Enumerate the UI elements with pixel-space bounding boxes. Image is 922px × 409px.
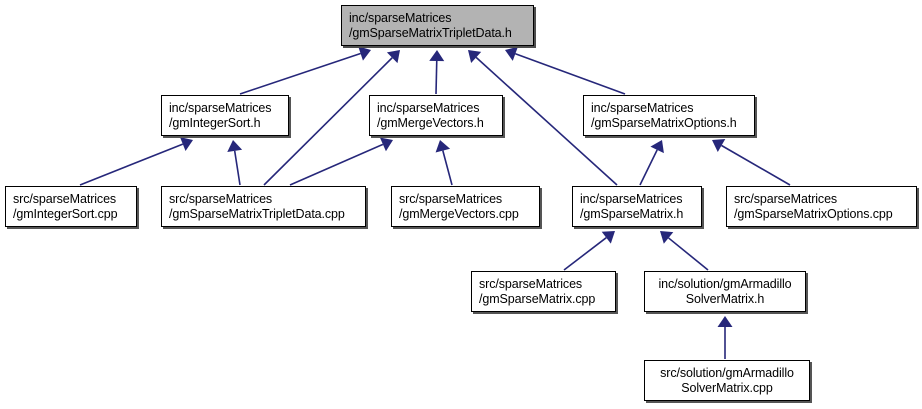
node-label-line2: /gmSparseMatrixOptions.h — [591, 116, 737, 130]
edge-line-options_cpp-to-options_h — [721, 144, 791, 186]
edge-line-integersort_h-to-root — [239, 52, 361, 95]
edge-line-tripletdata_cpp-to-mergevectors_h — [289, 143, 384, 186]
graph-node-mergevectors_h[interactable]: inc/sparseMatrices/gmMergeVectors.h — [369, 95, 503, 136]
edge-arrowhead-options_cpp-to-options_h — [712, 139, 726, 152]
node-label-line2: /gmMergeVectors.h — [377, 116, 484, 130]
edge-arrowhead-mergevectors_cpp-to-mergevectors_h — [435, 140, 451, 153]
edge-line-sparsematrix_h-to-options_h — [639, 149, 658, 186]
graph-node-sparsematrix_h[interactable]: inc/sparseMatrices/gmSparseMatrix.h — [572, 186, 702, 227]
edge-line-integersort_cpp-to-integersort_h — [79, 143, 184, 186]
graph-node-mergevectors_cpp[interactable]: src/sparseMatrices/gmMergeVectors.cpp — [391, 186, 540, 227]
edge-line-armadillo_h-to-sparsematrix_h — [668, 237, 709, 271]
node-label-line1: src/sparseMatrices — [399, 192, 503, 206]
graph-node-integersort_cpp[interactable]: src/sparseMatrices/gmIntegerSort.cpp — [5, 186, 137, 227]
node-label-line1: inc/solution/gmArmadillo — [658, 277, 792, 291]
node-label-line2: /gmSparseMatrix.cpp — [479, 292, 596, 306]
node-label-line2: /gmSparseMatrixTripletData.h — [349, 26, 512, 40]
edge-arrowhead-tripletdata_cpp-to-integersort_h — [227, 140, 243, 153]
graph-node-options_h[interactable]: inc/sparseMatrices/gmSparseMatrixOptions… — [583, 95, 755, 136]
edge-arrowhead-sparsematrix_h-to-root — [468, 50, 482, 63]
node-label-line2: /gmIntegerSort.h — [169, 116, 261, 130]
edge-arrowhead-options_h-to-root — [505, 46, 518, 61]
node-label-line1: src/sparseMatrices — [169, 192, 273, 206]
node-label-line1: inc/sparseMatrices — [591, 101, 694, 115]
node-label-line2: /gmIntegerSort.cpp — [13, 207, 118, 221]
edge-arrowhead-integersort_cpp-to-integersort_h — [180, 137, 193, 152]
node-label-line1: src/sparseMatrices — [479, 277, 583, 291]
edge-arrowhead-sparsematrix_h-to-options_h — [650, 140, 664, 154]
edge-line-tripletdata_cpp-to-integersort_h — [233, 150, 241, 186]
node-label-line2: SolverMatrix.h — [685, 292, 765, 306]
edge-line-options_h-to-root — [515, 53, 626, 95]
graph-node-integersort_h[interactable]: inc/sparseMatrices/gmIntegerSort.h — [161, 95, 289, 136]
edge-arrowhead-armadillo_h-to-sparsematrix_h — [660, 231, 674, 244]
node-label-line2: /gmSparseMatrix.h — [580, 207, 684, 221]
edge-line-sparsematrix_cpp-to-sparsematrix_h — [563, 237, 607, 271]
node-label-line1: inc/sparseMatrices — [580, 192, 683, 206]
node-label-line1: src/solution/gmArmadillo — [660, 366, 794, 380]
node-label-line1: src/sparseMatrices — [734, 192, 838, 206]
edge-arrowhead-armadillo_cpp-to-armadillo_h — [717, 316, 733, 327]
edge-arrowhead-tripletdata_cpp-to-mergevectors_h — [379, 137, 393, 152]
edge-arrowhead-sparsematrix_cpp-to-sparsematrix_h — [601, 231, 615, 244]
graph-node-options_cpp[interactable]: src/sparseMatrices/gmSparseMatrixOptions… — [726, 186, 917, 227]
edge-line-mergevectors_h-to-root — [435, 60, 438, 95]
edge-arrowhead-tripletdata_cpp-to-root — [386, 50, 400, 64]
graph-node-tripletdata_cpp[interactable]: src/sparseMatrices/gmSparseMatrixTriplet… — [161, 186, 366, 227]
edge-arrowhead-integersort_h-to-root — [358, 46, 371, 61]
graph-node-root[interactable]: inc/sparseMatrices/gmSparseMatrixTriplet… — [341, 5, 534, 46]
node-label-line2: /gmMergeVectors.cpp — [399, 207, 519, 221]
node-label-line1: inc/sparseMatrices — [377, 101, 480, 115]
node-label-line1: inc/sparseMatrices — [169, 101, 272, 115]
node-label-line1: inc/sparseMatrices — [349, 11, 452, 25]
edge-arrowhead-mergevectors_h-to-root — [429, 50, 445, 62]
node-label-line1: src/sparseMatrices — [13, 192, 117, 206]
node-label-line2: /gmSparseMatrixOptions.cpp — [734, 207, 893, 221]
node-label-line2: SolverMatrix.cpp — [681, 381, 773, 395]
node-label-line2: /gmSparseMatrixTripletData.cpp — [169, 207, 345, 221]
edge-line-mergevectors_cpp-to-mergevectors_h — [442, 150, 453, 186]
graph-node-sparsematrix_cpp[interactable]: src/sparseMatrices/gmSparseMatrix.cpp — [471, 271, 616, 312]
